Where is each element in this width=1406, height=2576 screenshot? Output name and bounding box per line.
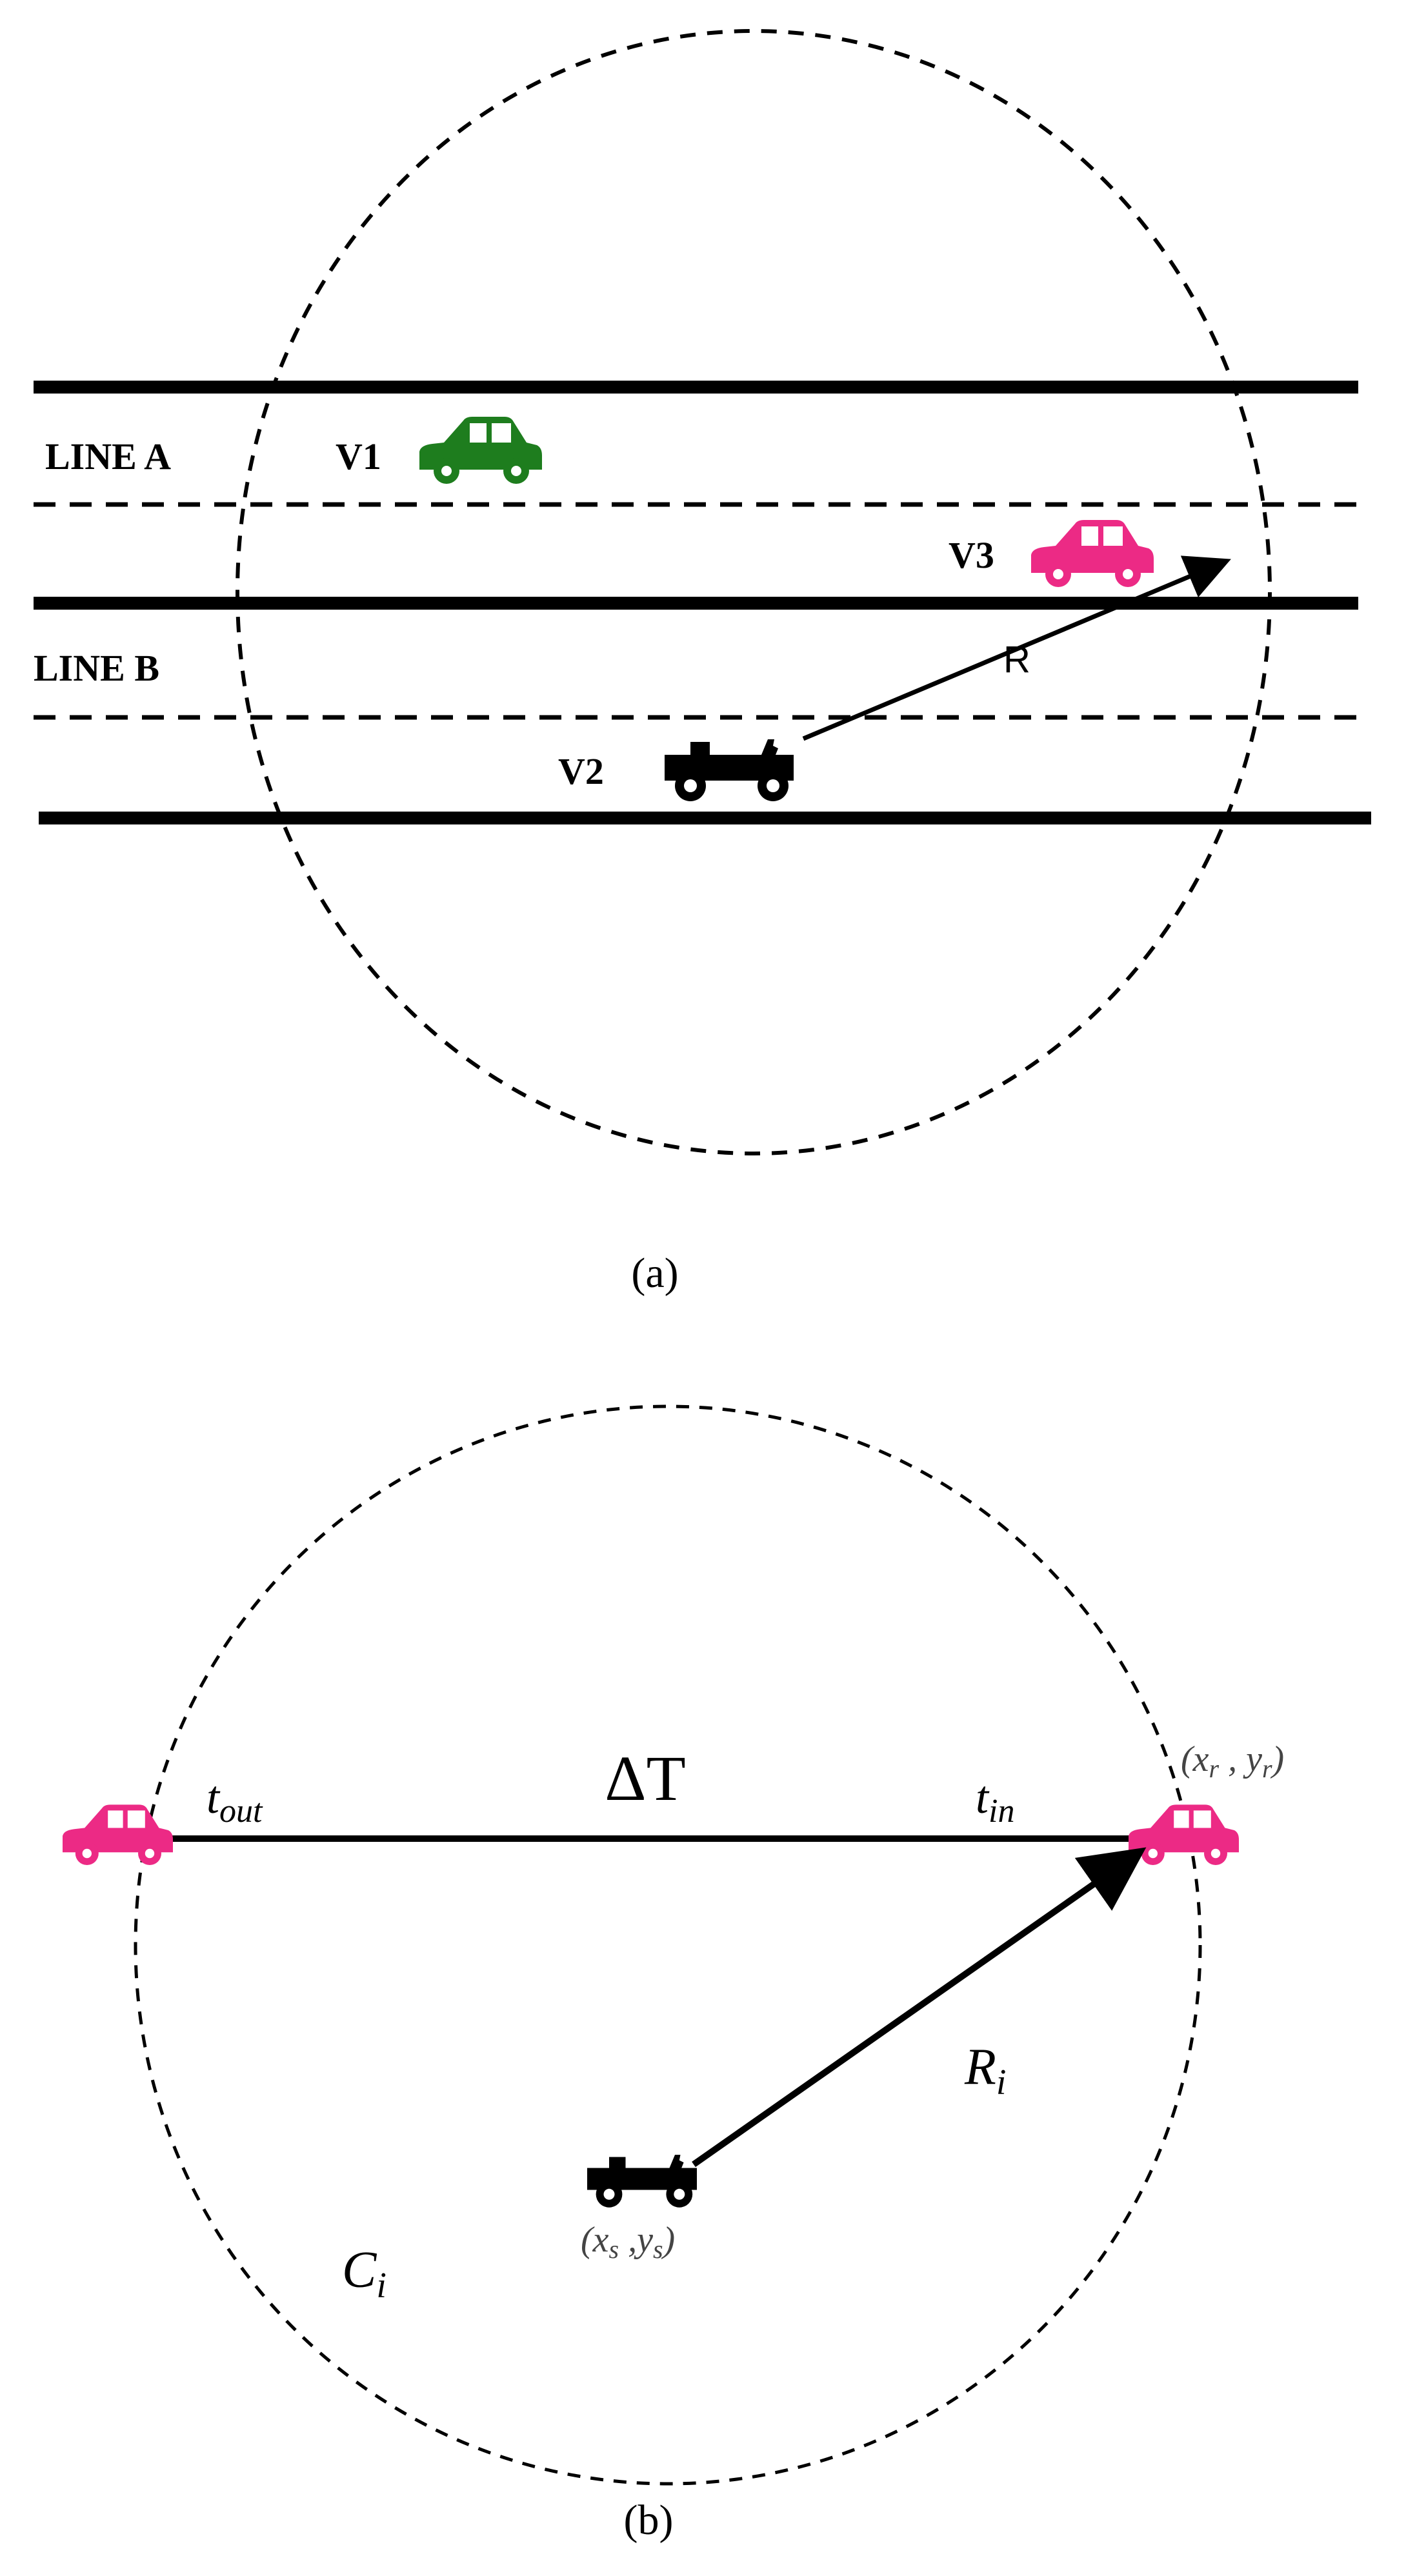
vehicle-label-v3: V3	[949, 534, 994, 576]
coverage-circle-a	[236, 29, 1272, 1155]
lane-label-a: LINE A	[45, 435, 171, 477]
jeep-icon	[665, 739, 794, 801]
caption-b: (b)	[624, 2497, 674, 2544]
car-icon	[1129, 1804, 1239, 1865]
jeep-icon	[587, 2155, 697, 2208]
panel-b: ΔT tout tin (xr , yr) Ri (xs ,ys) Ci (b)	[63, 1404, 1284, 2544]
circle-label-ci: Ci	[342, 2242, 387, 2306]
lane-label-b: LINE B	[34, 647, 159, 689]
receiver-coordinate: (xr , yr)	[1181, 1739, 1284, 1783]
car-icon	[63, 1804, 173, 1865]
sender-coordinate: (xs ,ys)	[581, 2220, 675, 2264]
range-label-r: R	[1003, 639, 1030, 681]
caption-a: (a)	[631, 1250, 678, 1297]
radius-label-ri: Ri	[964, 2039, 1006, 2102]
panel-a: LINE A LINE B V1 V3 V2 R (a)	[34, 29, 1371, 1297]
radius-arrow-b	[692, 1847, 1147, 2168]
car-icon	[419, 417, 542, 484]
car-icon	[1031, 520, 1154, 587]
vehicle-label-v1: V1	[336, 435, 381, 477]
coverage-circle-b	[134, 1404, 1202, 2486]
t-in-label: tin	[976, 1772, 1014, 1830]
vehicle-label-v2: V2	[558, 750, 604, 792]
range-arrow-a	[802, 555, 1231, 741]
delta-t-label: ΔT	[605, 1742, 685, 1814]
t-out-label: tout	[206, 1772, 263, 1830]
